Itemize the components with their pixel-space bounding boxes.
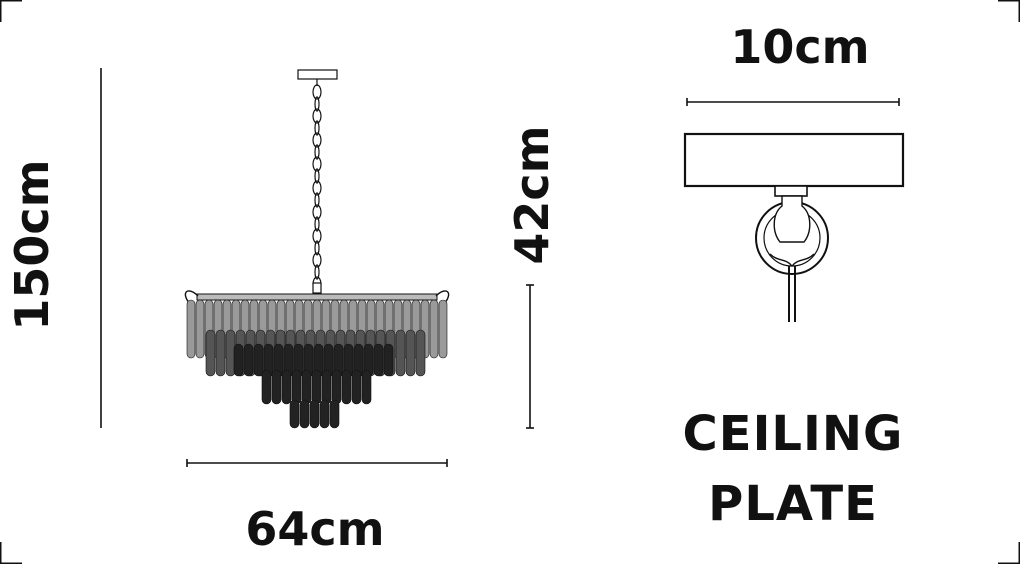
ceiling-plate-title: CEILING PLATE bbox=[683, 400, 904, 539]
width-dimension-line bbox=[186, 459, 448, 467]
bulb-holder bbox=[773, 195, 811, 243]
width-label: 64cm bbox=[245, 502, 385, 556]
ceiling-plate-drawing bbox=[683, 98, 905, 322]
crop-mark-top-left bbox=[0, 0, 22, 22]
crop-mark-top-right bbox=[998, 0, 1020, 22]
height-dimension-line bbox=[526, 284, 534, 429]
chandelier-top-ring bbox=[196, 293, 438, 301]
ceiling-plate-title-line2: PLATE bbox=[708, 475, 878, 532]
ceiling-plate-width-label: 10cm bbox=[730, 20, 870, 74]
crop-mark-bottom-right bbox=[998, 542, 1020, 564]
chandelier bbox=[184, 69, 450, 429]
body-height-label: 42cm bbox=[505, 125, 559, 265]
ceiling-plate-body bbox=[683, 132, 905, 188]
chandelier-canopy bbox=[297, 69, 338, 80]
crop-mark-bottom-left bbox=[0, 542, 22, 564]
ceiling-plate-title-line1: CEILING bbox=[682, 406, 904, 462]
chandelier-chain bbox=[312, 84, 322, 292]
chandelier-crystals bbox=[186, 299, 448, 429]
overall-drop-label: 150cm bbox=[5, 159, 59, 331]
